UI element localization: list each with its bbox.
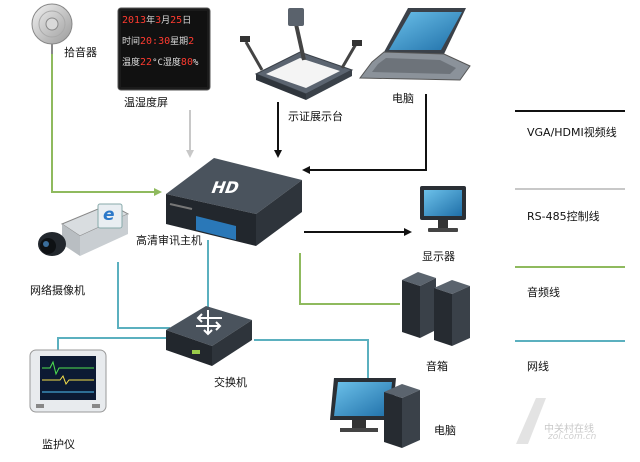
thermo-month-unit: 月: [161, 16, 171, 26]
audio-line-speakers: [299, 253, 400, 305]
thermo-day-unit: 日: [182, 16, 192, 26]
thermo-week: 2: [188, 36, 195, 47]
thermo-week-label: 星期: [170, 37, 189, 47]
thermo-display-device: [117, 7, 211, 91]
label-camera: 网络摄像机: [30, 284, 85, 297]
label-switch: 交换机: [214, 376, 247, 389]
legend-audio-line: [515, 266, 625, 268]
watermark-brand: 中关村在线: [544, 424, 594, 435]
label-visualizer: 示证展示台: [288, 110, 343, 123]
thermo-hum-label: 湿度: [162, 58, 181, 68]
thermo-hum-unit: %: [192, 58, 199, 68]
camera-ie-icon: e: [103, 205, 115, 225]
thermo-time-label: 时间: [122, 37, 141, 47]
patient-monitor-device: [29, 349, 107, 413]
thermo-year-unit: 年: [146, 16, 156, 26]
thermo-day: 25: [170, 15, 183, 26]
speakers-device: [402, 272, 470, 346]
thermo-temp-unit: °C: [152, 58, 163, 68]
label-thermo-display: 温湿度屏: [124, 96, 168, 109]
label-patient-monitor: 监护仪: [42, 438, 75, 451]
label-speakers: 音箱: [426, 360, 448, 373]
legend-audio-label: 音频线: [527, 286, 560, 299]
label-laptop: 电脑: [392, 92, 414, 105]
video-line-laptop: [302, 94, 427, 174]
network-line-desktop: [254, 339, 369, 378]
label-pickup: 拾音器: [64, 46, 97, 59]
thermo-year: 2013: [122, 15, 147, 26]
legend-rs485-label: RS-485控制线: [527, 210, 600, 223]
camera-device: [38, 203, 130, 256]
laptop-device: [359, 8, 471, 81]
desktop-device: [330, 378, 420, 448]
thermo-month: 3: [155, 15, 162, 26]
thermo-hum: 80: [180, 57, 193, 68]
audio-line-pickup: [51, 52, 162, 196]
legend-network-label: 网线: [527, 360, 549, 373]
label-desktop: 电脑: [434, 424, 456, 437]
label-monitor: 显示器: [422, 250, 455, 263]
watermark-logo: [516, 398, 546, 444]
visualizer-device: [240, 8, 362, 100]
legend-video-label: VGA/HDMI视频线: [527, 126, 617, 139]
watermark-site: zol.com.cn: [548, 432, 597, 442]
thermo-temp-label: 温度: [122, 58, 141, 68]
network-line-patient-monitor: [57, 337, 170, 352]
legend-network-line: [515, 340, 625, 342]
thermo-time: 20:30: [140, 36, 171, 47]
thermo-temp: 22: [140, 57, 153, 68]
pickup-device: [31, 3, 73, 54]
network-line-camera: [117, 262, 170, 329]
switch-device: [166, 306, 252, 366]
host-device: [166, 158, 302, 246]
thermo-readout: 2013年3月25日 时间20:30星期2 温度22°C湿度80%: [122, 13, 206, 85]
legend-video-line: [515, 110, 625, 112]
legend-rs485-line: [515, 188, 625, 190]
label-host: 高清审讯主机: [136, 234, 202, 247]
monitor-device: [420, 186, 466, 232]
